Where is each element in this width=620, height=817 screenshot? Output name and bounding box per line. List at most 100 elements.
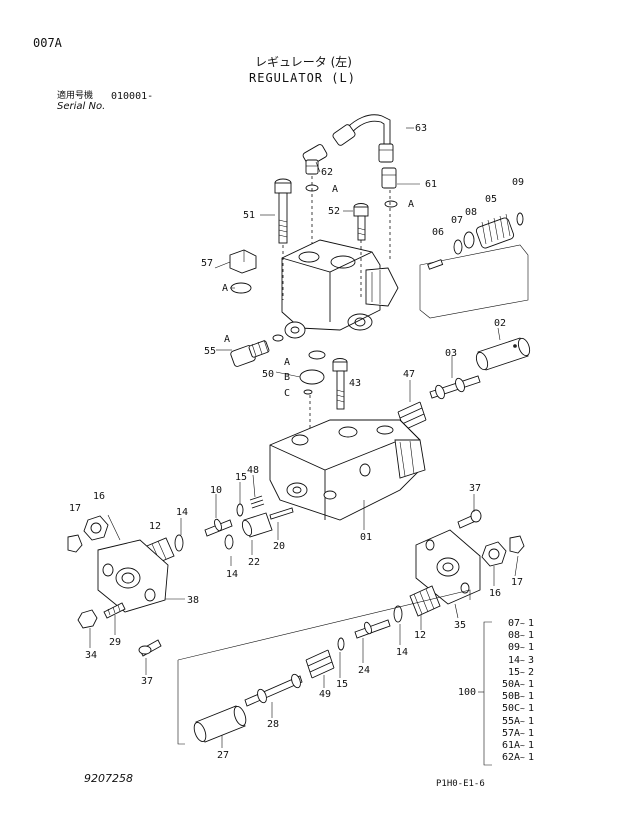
- callout-14: 14: [226, 569, 239, 580]
- callout-17: 17: [69, 503, 82, 514]
- callout-07: 07: [451, 215, 464, 226]
- kit-bracket-lower: [177, 589, 471, 745]
- cover-38: [97, 539, 169, 613]
- callout-43: 43: [349, 378, 362, 389]
- callout-28: 28: [267, 719, 280, 730]
- kit-item-qty: 1: [528, 679, 535, 690]
- bolt-52: [353, 203, 369, 241]
- bolt-37-right: [457, 509, 482, 529]
- pipe-assembly-63: [332, 114, 394, 163]
- kit-item-row: 57A~1: [494, 728, 534, 739]
- kit-item-qty: 1: [528, 642, 535, 654]
- kit-bracket-right: [419, 244, 529, 319]
- page-code: 007A: [33, 36, 62, 50]
- callout-57: 57: [201, 258, 214, 269]
- kit-item-qty: 1: [528, 715, 535, 727]
- kit-item-row: 50B~1: [494, 691, 534, 702]
- serial-label-jp: 適用号機: [57, 91, 94, 101]
- kit-item-row: 50A~1: [494, 679, 534, 690]
- kit-item-separator: ~: [520, 655, 525, 665]
- kit-item-qty: 1: [528, 752, 535, 764]
- kit-item-part: 08: [507, 630, 520, 642]
- callout-37: 37: [469, 483, 482, 494]
- kit-item-part: 15: [507, 666, 520, 678]
- callout-b: B: [284, 372, 291, 383]
- callout-10: 10: [210, 485, 223, 496]
- title-japanese: レギュレータ (左): [255, 55, 352, 69]
- kit-item-separator: ~: [520, 692, 525, 702]
- callout-12: 12: [414, 630, 427, 641]
- plug-57: [229, 249, 257, 294]
- kit-item-separator: ~: [520, 631, 525, 641]
- kit-item-qty: 1: [528, 618, 535, 629]
- kit-item-separator: ~: [520, 704, 525, 714]
- callout-50: 50: [262, 369, 275, 380]
- callout-29: 29: [109, 637, 122, 648]
- serial-label-en: Serial No.: [57, 101, 106, 112]
- callout-16: 16: [93, 491, 106, 502]
- callout-c: C: [284, 388, 291, 399]
- kit-item-row: 14~3: [494, 655, 534, 666]
- kit-item-row: 15~2: [494, 667, 534, 678]
- kit-item-part: 55A: [501, 715, 520, 727]
- kit-item-part: 62A: [501, 752, 520, 764]
- callout-61: 61: [425, 179, 438, 190]
- piston-10: [204, 518, 233, 537]
- callout-12: 12: [149, 521, 162, 532]
- kit-item-separator: ~: [520, 680, 525, 689]
- seals-06-09: [427, 212, 524, 270]
- kit-label: 100: [458, 687, 477, 698]
- bolt-43: [332, 358, 348, 410]
- kit-item-qty: 3: [528, 654, 535, 666]
- title-english: REGULATOR (L): [249, 71, 356, 85]
- kit-100-bracket: [478, 621, 492, 766]
- callout-08: 08: [465, 207, 478, 218]
- callout-52: 52: [328, 206, 341, 217]
- nut-34: [77, 609, 98, 629]
- callout-62: 62: [321, 167, 334, 178]
- kit-item-row: 50C~1: [494, 703, 534, 714]
- kit-item-qty: 1: [528, 703, 535, 715]
- sleeve-27: [193, 705, 247, 743]
- callout-14: 14: [396, 647, 409, 658]
- kit-item-part: 50A: [501, 679, 520, 690]
- screw-29: [103, 602, 126, 619]
- kit-item-row: 07~1: [494, 618, 534, 629]
- kit-item-separator: ~: [520, 741, 525, 750]
- cap-12-right: [393, 585, 441, 623]
- callout-22: 22: [248, 557, 261, 568]
- callout-37: 37: [141, 676, 154, 687]
- kit-item-qty: 1: [528, 691, 535, 703]
- seal-15-lower: [337, 637, 345, 651]
- spring-05: [475, 213, 515, 249]
- kit-item-row: 62A~1: [494, 752, 534, 763]
- cover-35: [415, 529, 481, 605]
- sleeve-22: [241, 512, 273, 538]
- kit-item-qty: 2: [528, 666, 535, 678]
- kit-item-row: 08~1: [494, 630, 534, 641]
- callout-a: A: [284, 357, 291, 368]
- seal-15-upper: [236, 503, 244, 517]
- kit-item-qty: 1: [528, 630, 535, 642]
- callout-24: 24: [358, 665, 371, 676]
- piston-24: [354, 619, 391, 639]
- callout-15: 15: [235, 472, 248, 483]
- kit-item-part: 61A: [501, 740, 520, 751]
- callout-55: 55: [204, 346, 217, 357]
- callout-15: 15: [336, 679, 349, 690]
- callout-03: 03: [445, 348, 458, 359]
- elbow-fitting-62: [302, 144, 328, 250]
- spool-20: [269, 507, 294, 520]
- drawing-number: 9207258: [84, 772, 133, 785]
- kit-item-separator: ~: [520, 753, 525, 763]
- upper-body-block: [281, 239, 399, 339]
- kit-item-separator: ~: [520, 728, 525, 738]
- kit-item-separator: ~: [520, 643, 525, 653]
- callout-01: 01: [360, 532, 373, 543]
- sheet-reference: P1H0-E1-6: [436, 779, 485, 789]
- callout-20: 20: [273, 541, 286, 552]
- nut-16-right: [481, 541, 507, 567]
- kit-item-part: 07: [507, 618, 520, 629]
